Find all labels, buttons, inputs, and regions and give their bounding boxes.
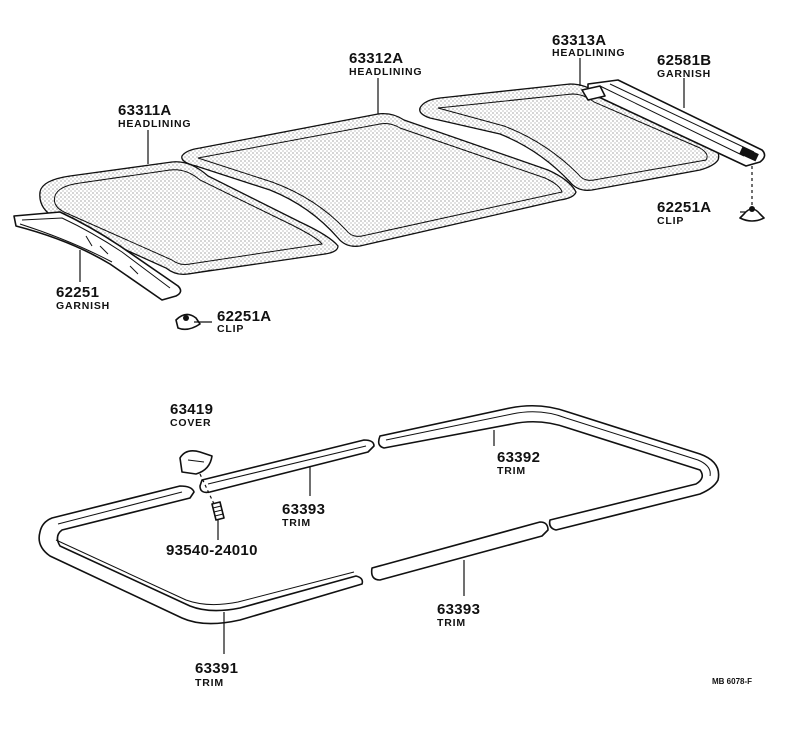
part-name: GARNISH — [657, 68, 711, 80]
label-cover: 63419 COVER — [170, 401, 213, 429]
leader-lines — [79, 58, 746, 654]
cover-63419 — [179, 450, 215, 505]
part-number: 62251 — [56, 284, 99, 301]
label-clip-left: 62251A CLIP — [217, 308, 271, 335]
trim-side-upper — [199, 439, 375, 494]
part-name: TRIM — [282, 517, 311, 529]
screw-93540 — [211, 501, 225, 521]
part-number: 63311A — [118, 102, 172, 119]
label-trim-front-frame: 63391 TRIM — [195, 660, 238, 689]
trim-side-lower — [370, 521, 549, 581]
part-number: 63391 — [195, 660, 238, 677]
part-number: 63393 — [437, 601, 480, 618]
part-number: 63419 — [170, 401, 213, 418]
label-trim-rear-frame: 63392 TRIM — [497, 449, 540, 477]
label-screw: 93540-24010 — [166, 542, 258, 559]
clip-right — [739, 166, 765, 222]
clip-left — [175, 313, 201, 331]
part-name: CLIP — [217, 323, 244, 335]
label-garnish-right: 62581B GARNISH — [657, 52, 711, 80]
part-number: 63392 — [497, 449, 540, 466]
label-headlining-front: 63311A HEADLINING — [118, 102, 191, 130]
label-trim-side-lower: 63393 TRIM — [437, 601, 480, 629]
part-name: CLIP — [657, 215, 684, 227]
part-name: COVER — [170, 417, 211, 429]
part-name: TRIM — [497, 465, 526, 477]
part-name: TRIM — [437, 617, 466, 629]
label-headlining-rear: 63313A HEADLINING — [552, 32, 625, 59]
part-number: 62251A — [217, 308, 271, 325]
part-number: 63393 — [282, 501, 325, 518]
garnish-left — [13, 211, 182, 301]
part-name: HEADLINING — [552, 47, 625, 59]
part-name: GARNISH — [56, 300, 110, 312]
trim-front-frame — [38, 485, 364, 625]
part-name: HEADLINING — [118, 118, 191, 130]
trim-rear-frame — [377, 404, 720, 531]
part-number: 63312A — [349, 50, 403, 67]
part-number: 63313A — [552, 32, 606, 49]
diagram-code: MB 6078-F — [712, 677, 752, 686]
part-number: 93540-24010 — [166, 542, 258, 559]
garnish-right — [581, 79, 766, 167]
label-trim-side-upper: 63393 TRIM — [282, 501, 325, 529]
part-name: TRIM — [195, 677, 224, 689]
label-clip-right: 62251A CLIP — [657, 199, 711, 227]
label-garnish-left: 62251 GARNISH — [56, 284, 110, 312]
part-number: 62251A — [657, 199, 711, 216]
headlining-center-panel — [181, 112, 577, 247]
part-number: 62581B — [657, 52, 711, 69]
part-name: HEADLINING — [349, 66, 422, 78]
label-headlining-center: 63312A HEADLINING — [349, 50, 422, 78]
